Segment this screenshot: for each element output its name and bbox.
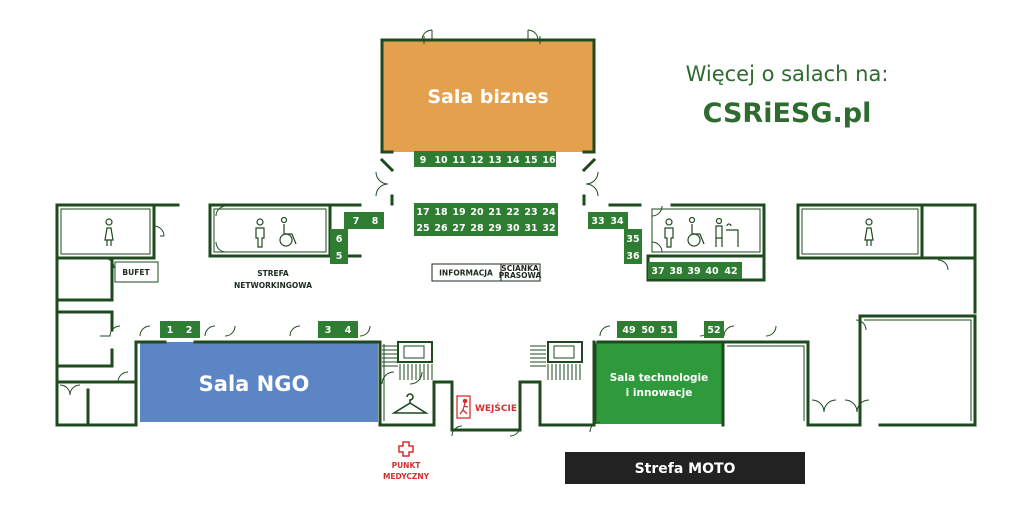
booth-15[interactable]: 15 bbox=[524, 155, 537, 166]
informacja-label: INFORMACJA bbox=[439, 269, 493, 278]
booth-31[interactable]: 31 bbox=[524, 223, 537, 234]
booth-10[interactable]: 10 bbox=[434, 155, 448, 166]
medical-cross-icon bbox=[398, 441, 414, 457]
strefa-networkingowa-label-2: NETWORKINGOWA bbox=[234, 281, 312, 290]
medical-label-2: MEDYCZNY bbox=[383, 472, 430, 481]
booth-14[interactable]: 14 bbox=[506, 155, 520, 166]
door-gaps bbox=[160, 36, 541, 237]
booth-21[interactable]: 21 bbox=[488, 207, 501, 218]
exit-icon bbox=[456, 395, 471, 419]
booth-37[interactable]: 37 bbox=[651, 266, 664, 277]
booth-27[interactable]: 27 bbox=[452, 223, 465, 234]
booth-2[interactable]: 2 bbox=[186, 325, 193, 336]
entrance[interactable]: WEJŚCIE bbox=[456, 395, 517, 419]
bufet-label: BUFET bbox=[122, 268, 150, 277]
info-link[interactable]: CSRiESG.pl bbox=[702, 98, 872, 129]
booth-13[interactable]: 13 bbox=[488, 155, 501, 166]
baby-changing-icon bbox=[715, 217, 739, 247]
booth-51[interactable]: 51 bbox=[660, 325, 673, 336]
booth-33[interactable]: 33 bbox=[591, 216, 604, 227]
booth-1[interactable]: 1 bbox=[167, 325, 174, 336]
female-wc-icon-right bbox=[864, 218, 874, 246]
booth-52[interactable]: 52 bbox=[707, 325, 720, 336]
booth-strips bbox=[160, 151, 742, 338]
strefa-networkingowa-label-1: STREFA bbox=[257, 269, 289, 278]
female-wc-icon bbox=[104, 218, 114, 246]
booth-30[interactable]: 30 bbox=[506, 223, 520, 234]
booth-5[interactable]: 5 bbox=[336, 251, 343, 262]
booth-numbers: 9 10 11 12 13 14 15 16 17 18 19 20 21 22… bbox=[167, 155, 738, 336]
booth-36[interactable]: 36 bbox=[626, 251, 640, 262]
stairs bbox=[382, 345, 581, 380]
booth-42[interactable]: 42 bbox=[724, 266, 737, 277]
booth-40[interactable]: 40 bbox=[705, 266, 719, 277]
press-wall-label-1: ŚCIANKA bbox=[501, 264, 539, 273]
sala-biznes-room[interactable] bbox=[382, 40, 594, 152]
booth-39[interactable]: 39 bbox=[687, 266, 700, 277]
male-wc-icon-right bbox=[664, 218, 674, 248]
booth-29[interactable]: 29 bbox=[488, 223, 501, 234]
booth-4[interactable]: 4 bbox=[345, 325, 352, 336]
booth-3[interactable]: 3 bbox=[325, 325, 332, 336]
medical-point[interactable]: PUNKT MEDYCZNY bbox=[383, 441, 430, 481]
info-heading: Więcej o salach na: bbox=[685, 62, 889, 86]
booth-23[interactable]: 23 bbox=[524, 207, 537, 218]
booth-9[interactable]: 9 bbox=[420, 155, 427, 166]
booth-7[interactable]: 7 bbox=[353, 216, 360, 227]
booth-11[interactable]: 11 bbox=[452, 155, 465, 166]
cloakroom-icon bbox=[391, 393, 429, 414]
informacja-desk[interactable]: INFORMACJA ŚCIANKA PRASOWA bbox=[431, 263, 542, 282]
sala-technologie-label-1: Sala technologie bbox=[610, 372, 709, 384]
inner-lines bbox=[60, 208, 972, 421]
male-wc-icon bbox=[255, 218, 265, 248]
booth-26[interactable]: 26 bbox=[434, 223, 448, 234]
booth-20[interactable]: 20 bbox=[470, 207, 484, 218]
sala-ngo-room[interactable] bbox=[140, 342, 378, 422]
booth-16[interactable]: 16 bbox=[542, 155, 556, 166]
booth-19[interactable]: 19 bbox=[452, 207, 465, 218]
booth-6[interactable]: 6 bbox=[336, 234, 343, 245]
sala-technologie-room[interactable] bbox=[595, 342, 723, 424]
door-swings bbox=[59, 29, 949, 437]
booth-12[interactable]: 12 bbox=[470, 155, 483, 166]
sala-ngo-label: Sala NGO bbox=[199, 372, 310, 396]
booth-25[interactable]: 25 bbox=[416, 223, 429, 234]
sala-biznes-label: Sala biznes bbox=[427, 86, 548, 108]
press-wall-label-2: PRASOWA bbox=[499, 271, 542, 280]
booth-38[interactable]: 38 bbox=[669, 266, 683, 277]
booth-50[interactable]: 50 bbox=[641, 325, 655, 336]
booth-32[interactable]: 32 bbox=[542, 223, 555, 234]
booth-34[interactable]: 34 bbox=[610, 216, 624, 227]
booth-49[interactable]: 49 bbox=[622, 325, 635, 336]
entrance-label: WEJŚCIE bbox=[475, 402, 517, 414]
booth-17[interactable]: 17 bbox=[416, 207, 429, 218]
booth-28[interactable]: 28 bbox=[470, 223, 484, 234]
strefa-moto-zone[interactable] bbox=[565, 452, 805, 484]
booth-24[interactable]: 24 bbox=[542, 207, 556, 218]
sala-technologie-label-2: i innowacje bbox=[626, 387, 693, 399]
strefa-moto-label: Strefa MOTO bbox=[635, 461, 736, 477]
wheelchair-icon bbox=[279, 216, 297, 247]
booth-8[interactable]: 8 bbox=[372, 216, 379, 227]
booth-35[interactable]: 35 bbox=[626, 234, 639, 245]
booth-18[interactable]: 18 bbox=[434, 207, 448, 218]
medical-label-1: PUNKT bbox=[392, 461, 422, 470]
wheelchair-icon-right bbox=[687, 216, 705, 247]
booth-22[interactable]: 22 bbox=[506, 207, 519, 218]
